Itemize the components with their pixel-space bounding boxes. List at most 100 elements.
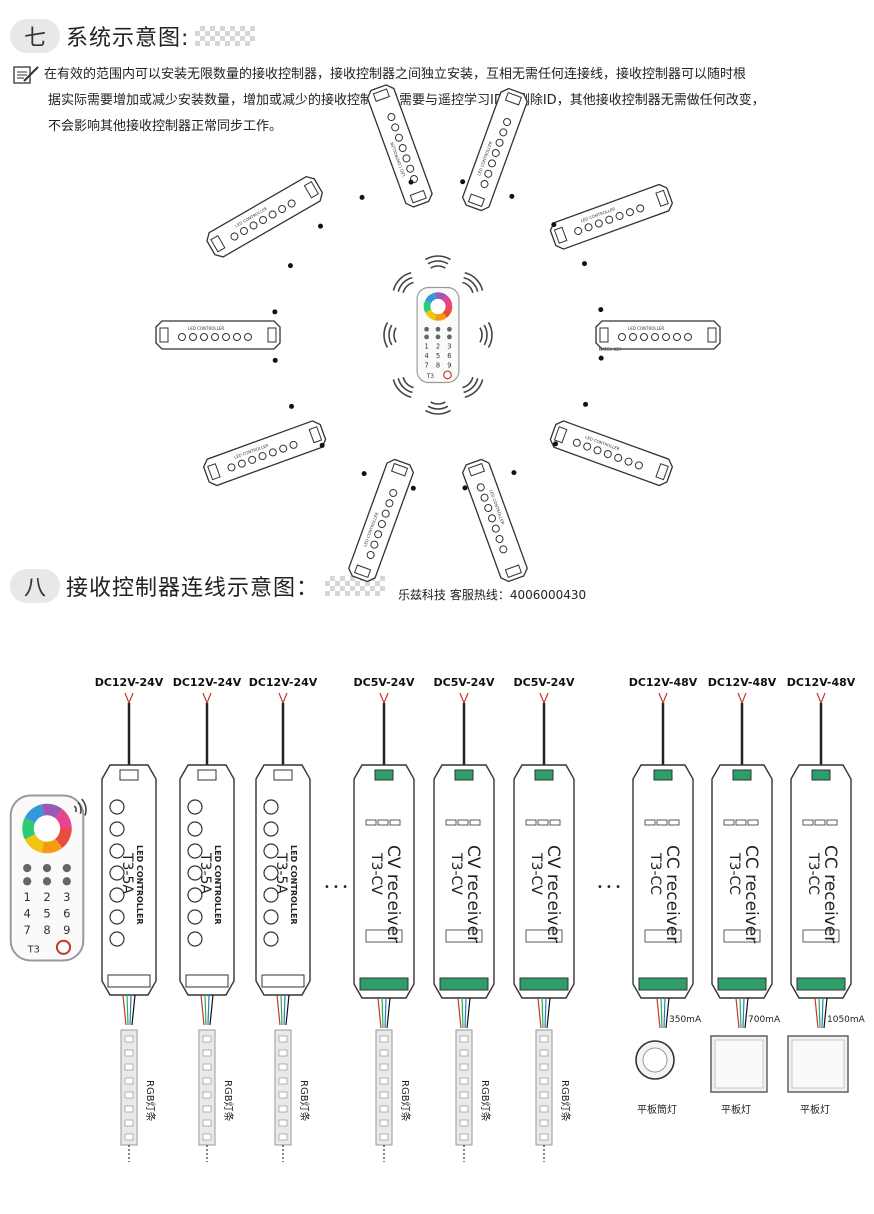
controller-led: [614, 453, 623, 462]
output-wire: [126, 994, 129, 1026]
strip-led-chip: [278, 1077, 288, 1085]
output-wire: [204, 994, 207, 1026]
remote-key-label: 8: [43, 923, 50, 937]
rgb-led-strip: [274, 1029, 292, 1146]
dip-indicator: [802, 819, 814, 826]
controller-led: [279, 444, 288, 453]
strip-label: RGB灯条: [298, 1080, 311, 1122]
output-terminal: [519, 977, 569, 991]
remote-brand: T3: [426, 374, 434, 380]
controller-label: LED CONTROLLER: [188, 326, 224, 331]
terminal-block: [159, 327, 169, 343]
dotted-ring-dot: [552, 441, 558, 447]
terminal-block: [467, 193, 486, 208]
controller-led: [187, 887, 203, 903]
dotted-ring-dot: [289, 403, 295, 409]
section7-title: 系统示意图:: [66, 26, 190, 51]
controller-led: [187, 821, 203, 837]
controller-led: [249, 221, 258, 230]
controller-led: [495, 138, 504, 147]
controller-led: [259, 216, 268, 225]
controller-led: [389, 488, 398, 497]
dotted-ring-dot: [462, 485, 468, 491]
controller-led: [491, 149, 500, 158]
controller-label: LED CONTROLLER: [628, 326, 664, 331]
remote-key-label: 9: [447, 361, 451, 369]
controller-led: [287, 199, 296, 208]
strip-led-chip: [202, 1035, 212, 1043]
terminal-block: [409, 189, 427, 204]
controller-led: [109, 821, 125, 837]
controller-led: [574, 226, 583, 235]
strip-led-chip: [459, 1063, 469, 1071]
strip-led-chip: [379, 1119, 389, 1127]
dip-indicator: [826, 819, 838, 826]
dotted-ring-dot: [359, 194, 365, 200]
signal-arc: [392, 379, 412, 399]
output-wire: [283, 994, 286, 1026]
dotted-ring-dot: [361, 471, 367, 477]
receiver-model: T3-CV: [448, 852, 464, 895]
controller-led: [230, 232, 239, 241]
input-terminal: [534, 769, 554, 781]
strip-led-chip: [539, 1091, 549, 1099]
output-wire: [377, 997, 382, 1029]
wireless-receiver-controller: LED CONTROLLER: [595, 320, 721, 350]
controller-led: [503, 118, 512, 127]
description-line-3: 不会影响其他接收控制器正常同步工作。: [48, 119, 283, 134]
strip-led-chip: [539, 1119, 549, 1127]
output-wire: [744, 997, 749, 1029]
signal-arc: [402, 281, 414, 294]
voltage-label: DC12V-24V: [249, 676, 318, 689]
input-terminal: [119, 769, 139, 781]
signal-arc: [462, 376, 474, 389]
strip-led-chip: [278, 1063, 288, 1071]
function-key-icon: [447, 326, 452, 332]
match-key-panel: [802, 929, 840, 943]
output-wire: [823, 997, 828, 1029]
strip-led-chip: [379, 1091, 389, 1099]
strip-led-chip: [124, 1133, 134, 1141]
terminal-block: [303, 181, 320, 199]
strip-led-chip: [459, 1091, 469, 1099]
controller-led: [222, 333, 230, 341]
controller-led: [200, 333, 208, 341]
signal-arc: [427, 405, 449, 410]
function-key-icon: [424, 334, 429, 340]
output-current: 1050mA: [827, 1015, 866, 1025]
output-wire: [276, 994, 281, 1026]
strip-led-chip: [124, 1077, 134, 1085]
controller-led: [233, 333, 241, 341]
output-wire: [129, 994, 132, 1026]
controller-led: [289, 440, 298, 449]
wireless-receiver-controller: LED CONTROLLER: [206, 175, 324, 258]
dip-indicator: [549, 819, 561, 826]
dip-indicator: [389, 819, 401, 826]
strip-led-chip: [202, 1049, 212, 1057]
terminal-block: [267, 327, 277, 343]
strip-led-chip: [539, 1077, 549, 1085]
strip-led-chip: [379, 1105, 389, 1113]
color-wheel-center: [33, 815, 61, 842]
remote-key-label: 6: [63, 907, 70, 921]
signal-arc: [73, 805, 77, 813]
controller-led: [187, 799, 203, 815]
output-wire: [537, 997, 542, 1029]
signal-arc: [81, 798, 87, 816]
match-key-label: MATCH KEY: [599, 347, 622, 352]
wireless-receiver-controller: LED CONTROLLER: [202, 420, 327, 487]
controller-led: [398, 144, 407, 153]
section8-decor-pattern: [325, 576, 386, 596]
controller-led: [258, 452, 267, 461]
signal-arc: [463, 378, 479, 394]
dotted-ring-dot: [598, 307, 604, 313]
dip-indicator: [814, 819, 826, 826]
controller-led: [263, 909, 279, 925]
controller-led: [605, 215, 614, 224]
controller-led: [625, 208, 634, 217]
